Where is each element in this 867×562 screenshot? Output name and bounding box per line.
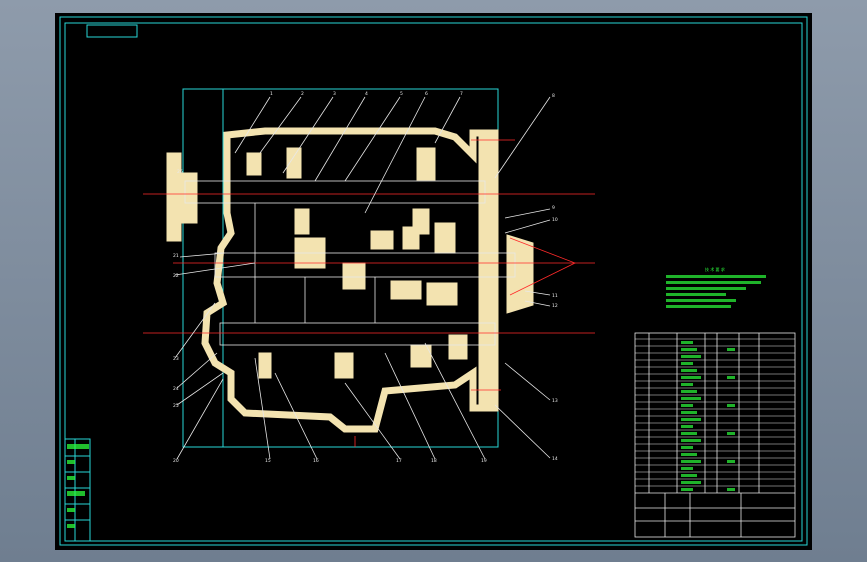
- parts-row-text: [681, 376, 701, 379]
- part-label: 12: [552, 303, 558, 309]
- corner-code-box: [86, 24, 138, 38]
- parts-row-text: [681, 474, 697, 477]
- part-label: 11: [552, 293, 558, 299]
- part-label: 18: [431, 458, 437, 464]
- part-label: 4: [365, 91, 368, 97]
- parts-row-text: [681, 362, 693, 365]
- parts-list-table: [634, 332, 796, 538]
- technical-requirements: 技 术 要 求: [666, 266, 766, 308]
- part-label: 21: [173, 253, 179, 259]
- part-label: 8: [552, 93, 555, 99]
- inner-border: [64, 22, 803, 542]
- part-label: 7: [460, 91, 463, 97]
- parts-row-text: [681, 411, 697, 414]
- part-label: 15: [265, 458, 271, 464]
- left-margin-table: [64, 438, 91, 542]
- parts-row-material: [727, 460, 735, 463]
- part-label: 16: [313, 458, 319, 464]
- part-label: 17: [396, 458, 402, 464]
- parts-row-text: [681, 432, 697, 435]
- part-label: 3: [333, 91, 336, 97]
- parts-row-text: [681, 341, 693, 344]
- part-label: 25: [173, 403, 179, 409]
- parts-row-material: [727, 488, 735, 491]
- part-label: 23: [173, 356, 179, 362]
- tech-req-title: 技 术 要 求: [705, 266, 725, 272]
- part-label: 22: [173, 273, 179, 279]
- part-label: 20: [173, 458, 179, 464]
- cad-viewport[interactable]: 1 2 3 4 5 6 7 8 9 10 11 12 13 14 15 16 1…: [55, 13, 812, 550]
- parts-row-text: [681, 348, 697, 351]
- part-label: 19: [481, 458, 487, 464]
- parts-row-text: [681, 383, 693, 386]
- part-label: 14: [552, 456, 558, 462]
- gearbox-section: [166, 127, 534, 433]
- part-label: 26: [177, 169, 183, 175]
- parts-row-text: [681, 488, 693, 491]
- parts-row-text: [681, 425, 693, 428]
- drawing-canvas: 1 2 3 4 5 6 7 8 9 10 11 12 13 14 15 16 1…: [59, 16, 808, 546]
- parts-row-text: [681, 397, 701, 400]
- parts-row-text: [681, 404, 693, 407]
- parts-row-text: [681, 369, 697, 372]
- parts-row-text: [681, 439, 701, 442]
- parts-row-text: [681, 418, 701, 421]
- shafts: [184, 180, 516, 346]
- parts-row-text: [681, 460, 701, 463]
- parts-row-text: [681, 481, 701, 484]
- parts-row-text: [681, 390, 697, 393]
- parts-list-rows: [635, 338, 795, 491]
- part-label: 1: [270, 91, 273, 97]
- part-label: 10: [552, 217, 558, 223]
- parts-row-text: [681, 355, 701, 358]
- parts-row-text: [681, 446, 693, 449]
- parts-row-material: [727, 348, 735, 351]
- parts-row-material: [727, 404, 735, 407]
- parts-row-text: [681, 467, 693, 470]
- part-numbers: 1 2 3 4 5 6 7 8 9 10 11 12 13 14 15 16 1…: [173, 91, 558, 464]
- part-label: 5: [400, 91, 403, 97]
- part-label: 9: [552, 205, 555, 211]
- parts-row-text: [681, 453, 697, 456]
- parts-row-material: [727, 376, 735, 379]
- part-label: 13: [552, 398, 558, 404]
- parts-row-material: [727, 432, 735, 435]
- part-label: 2: [301, 91, 304, 97]
- part-label: 24: [173, 386, 179, 392]
- leader-lines: [174, 96, 551, 460]
- centerlines: [143, 139, 595, 447]
- part-label: 6: [425, 91, 428, 97]
- outer-border: [59, 16, 808, 546]
